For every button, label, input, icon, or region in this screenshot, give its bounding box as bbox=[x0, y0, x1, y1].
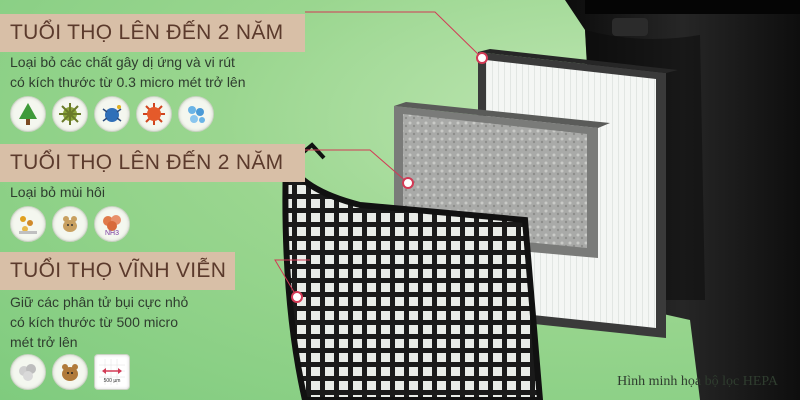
section-1-banner: TUỔI THỌ LÊN ĐẾN 2 NĂM bbox=[0, 14, 305, 52]
tree-pollen-icon bbox=[10, 96, 46, 132]
section-3-line-3: mét trở lên bbox=[10, 334, 78, 350]
section-2-description: Loại bỏ mùi hôi bbox=[10, 182, 105, 202]
dust-icon bbox=[10, 354, 46, 390]
section-3-banner: TUỔI THỌ VĨNH VIỄN bbox=[0, 252, 235, 290]
nh3-label: NH3 bbox=[105, 230, 119, 237]
section-2-line-1: Loại bỏ mùi hôi bbox=[10, 184, 105, 200]
pollen-icon bbox=[52, 96, 88, 132]
virus-icon bbox=[136, 96, 172, 132]
pointer-lines bbox=[274, 11, 483, 298]
mite-icon bbox=[94, 96, 130, 132]
figure-caption: Hình minh họa bộ lọc HEPA bbox=[617, 374, 778, 389]
section-2-title: TUỔI THỌ LÊN ĐẾN 2 NĂM bbox=[10, 151, 284, 174]
section-1-description: Loại bỏ các chất gây dị ứng và vi rút có… bbox=[10, 52, 246, 92]
section-3-icons: 500 µm bbox=[10, 354, 130, 390]
section-3-title: TUỔI THỌ VĨNH VIỄN bbox=[10, 259, 227, 282]
size-500-icon: 500 µm bbox=[94, 354, 130, 390]
section-3-line-2: có kích thước từ 500 micro bbox=[10, 314, 178, 330]
size-500-label: 500 µm bbox=[104, 378, 121, 384]
section-1-icons bbox=[10, 96, 214, 132]
pre-filter-mesh bbox=[282, 142, 544, 400]
smoke-odor-icon bbox=[10, 206, 46, 242]
pointer-dots bbox=[291, 52, 488, 303]
section-3-line-1: Giữ các phân tử bụi cực nhỏ bbox=[10, 294, 189, 310]
section-1-line-2: có kích thước từ 0.3 micro mét trở lên bbox=[10, 74, 246, 90]
pet-hair-icon bbox=[52, 354, 88, 390]
section-1-line-1: Loại bỏ các chất gây dị ứng và vi rút bbox=[10, 54, 235, 70]
section-1-title: TUỔI THỌ LÊN ĐẾN 2 NĂM bbox=[10, 21, 284, 44]
section-3-description: Giữ các phân tử bụi cực nhỏ có kích thướ… bbox=[10, 292, 188, 352]
pet-odor-icon bbox=[52, 206, 88, 242]
nh3-icon: NH3 bbox=[94, 206, 130, 242]
section-2-banner: TUỔI THỌ LÊN ĐẾN 2 NĂM bbox=[0, 144, 305, 182]
section-2-icons: NH3 bbox=[10, 206, 130, 242]
droplets-icon bbox=[178, 96, 214, 132]
